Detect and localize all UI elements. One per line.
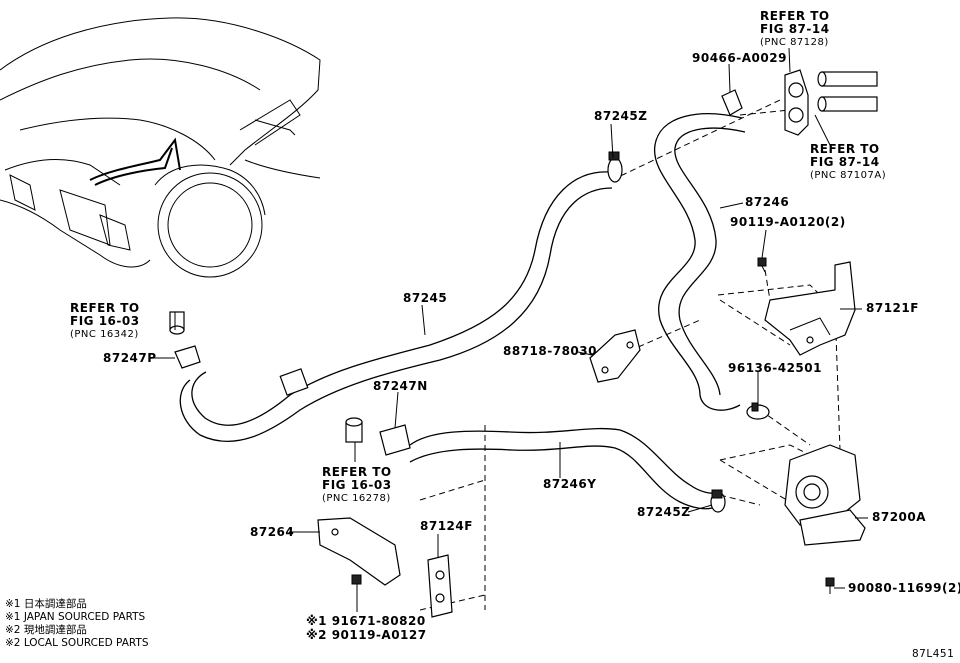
- ref-line1: REFER TO: [322, 465, 392, 479]
- clamp-90466[interactable]: [721, 89, 743, 116]
- ref-line2: FIG 16-03: [70, 314, 140, 328]
- part-label-87200A[interactable]: 87200A: [872, 510, 927, 524]
- hose-87246[interactable]: [654, 113, 746, 411]
- bolt-90080[interactable]: [825, 577, 835, 594]
- ref-line3: (PNC 87128): [760, 37, 829, 48]
- part-label-87121F[interactable]: 87121F: [866, 301, 919, 315]
- bolt-90119[interactable]: [757, 257, 767, 273]
- part-label-90119[interactable]: 90119-A0120(2): [730, 215, 846, 229]
- bracket-87121F[interactable]: [764, 261, 856, 356]
- part-label-87247P[interactable]: 87247P: [103, 351, 157, 365]
- ref-fig87-14-right: REFER TO FIG 87-14 (PNC 87107A): [810, 143, 886, 182]
- pipe-16278: [345, 417, 363, 443]
- ref-fig16-03-left: REFER TO FIG 16-03 (PNC 16342): [70, 302, 140, 341]
- part-label-87245[interactable]: 87245: [403, 291, 448, 305]
- part-label-87247N[interactable]: 87247N: [373, 379, 428, 393]
- note-line-1: ※1 日本調達部品: [5, 598, 87, 610]
- part-label-87246[interactable]: 87246: [745, 195, 790, 209]
- ref-line3: (PNC 16342): [70, 329, 139, 340]
- clamp-87247N[interactable]: [379, 424, 411, 456]
- part-label-290119[interactable]: ※2 90119-A0127: [306, 628, 427, 642]
- part-label-90466[interactable]: 90466-A0029: [692, 51, 787, 65]
- vehicle-illustration: [0, 17, 321, 278]
- ref-line1: REFER TO: [810, 142, 880, 156]
- part-label-87246Y[interactable]: 87246Y: [543, 477, 597, 491]
- part-label-96136[interactable]: 96136-42501: [728, 361, 822, 375]
- clamp-87245Z-top[interactable]: [607, 151, 623, 183]
- ref-fig16-03-mid: REFER TO FIG 16-03 (PNC 16278): [322, 466, 392, 505]
- ref-line2: FIG 16-03: [322, 478, 392, 492]
- hose-87246Y[interactable]: [409, 427, 719, 510]
- pump-87200A[interactable]: [784, 444, 866, 546]
- bolt-91671[interactable]: [351, 574, 362, 592]
- part-label-87124F[interactable]: 87124F: [420, 519, 473, 533]
- hose-87245[interactable]: [179, 171, 613, 443]
- leader-lines: [153, 47, 868, 612]
- part-label-91671[interactable]: ※1 91671-80820: [306, 614, 426, 628]
- ref-line3: (PNC 16278): [322, 493, 391, 504]
- ref-line1: REFER TO: [70, 301, 140, 315]
- part-label-87245Z-top[interactable]: 87245Z: [594, 109, 648, 123]
- part-label-90080[interactable]: 90080-11699(2): [848, 581, 960, 595]
- bracket-87264[interactable]: [317, 517, 401, 586]
- ref-line2: FIG 87-14: [810, 155, 880, 169]
- ref-fig87-14-top: REFER TO FIG 87-14 (PNC 87128): [760, 10, 830, 49]
- part-label-87264[interactable]: 87264: [250, 525, 295, 539]
- sensor-88718[interactable]: [589, 329, 641, 383]
- ref-line2: FIG 87-14: [760, 22, 830, 36]
- pipe-16342: [169, 311, 185, 335]
- figure-code: 87L451: [912, 648, 955, 660]
- grommet-87128[interactable]: [784, 69, 809, 136]
- note-line-3: ※2 現地調達部品: [5, 624, 87, 636]
- ref-line3: (PNC 87107A): [810, 170, 887, 181]
- part-label-88718[interactable]: 88718-78030: [503, 344, 597, 358]
- clamp-87245Z-bottom[interactable]: [710, 489, 726, 513]
- pipes-87107A: [817, 71, 878, 112]
- part-label-87245Z-bottom[interactable]: 87245Z: [637, 505, 691, 519]
- note-line-4: ※2 LOCAL SOURCED PARTS: [5, 637, 149, 649]
- clip-87124F[interactable]: [427, 554, 453, 618]
- ref-line1: REFER TO: [760, 9, 830, 23]
- clamp-96136[interactable]: [746, 402, 770, 420]
- clamp-87247P[interactable]: [174, 345, 201, 369]
- note-line-2: ※1 JAPAN SOURCED PARTS: [5, 611, 146, 623]
